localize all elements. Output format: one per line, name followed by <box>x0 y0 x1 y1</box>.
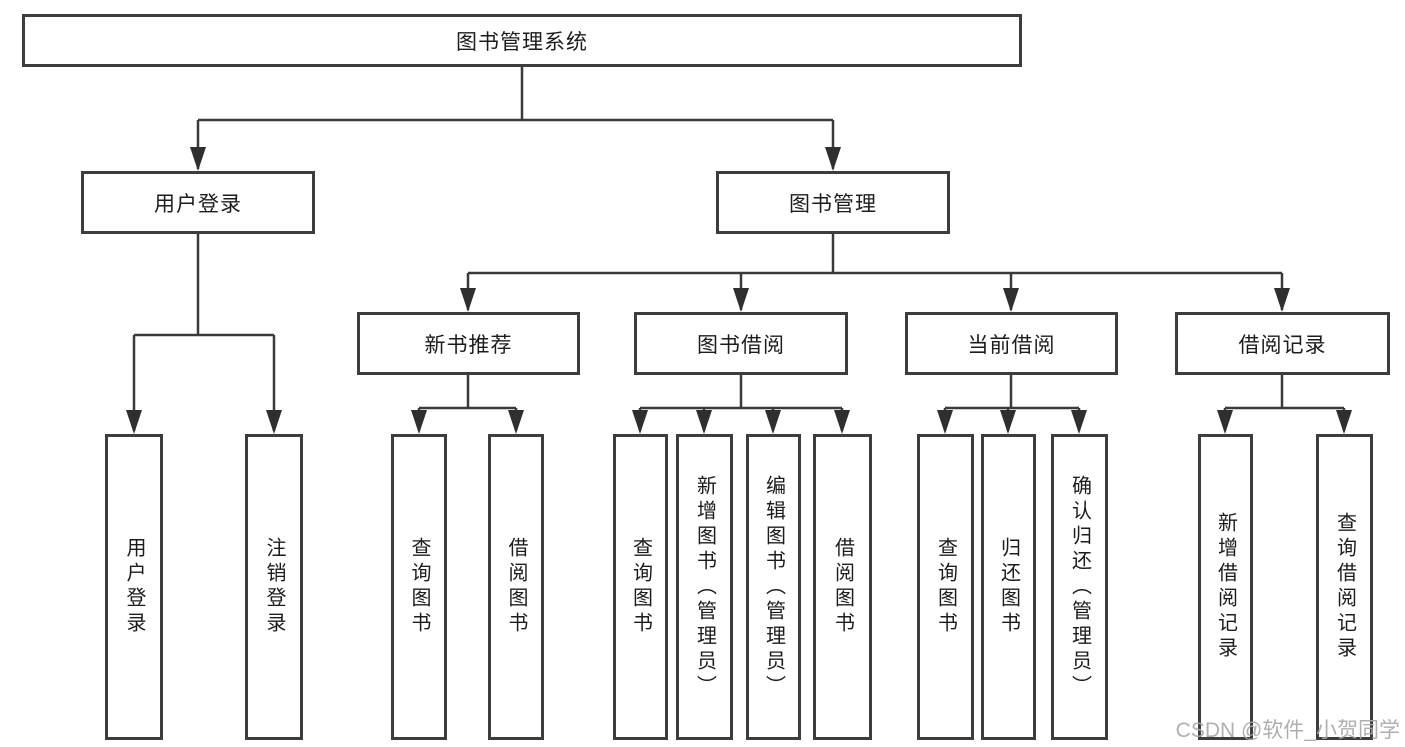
node-borrowing-records: 借阅记录 <box>1175 312 1390 375</box>
node-return-books: 归还图书 <box>981 434 1036 740</box>
node-new-book-recommend: 新书推荐 <box>357 312 580 375</box>
node-query-books-current: 查询图书 <box>917 434 974 740</box>
node-book-management-branch: 图书管理 <box>716 171 950 234</box>
node-current-borrowing: 当前借阅 <box>905 312 1118 375</box>
node-confirm-return-admin: 确认归还（管理员） <box>1051 434 1108 740</box>
node-borrow-books-recommend: 借阅图书 <box>488 434 544 740</box>
node-user-login-branch: 用户登录 <box>81 171 315 234</box>
node-book-borrowing: 图书借阅 <box>634 312 848 375</box>
node-borrow-books-leaf: 借阅图书 <box>813 434 872 740</box>
node-query-books-borrow: 查询图书 <box>613 434 668 740</box>
node-library-system-root: 图书管理系统 <box>22 14 1022 67</box>
csdn-watermark: CSDN @软件_小贺同学 <box>1175 719 1400 742</box>
node-add-borrow-record: 新增借阅记录 <box>1198 434 1253 740</box>
node-user-login-leaf: 用户登录 <box>105 434 163 740</box>
arrowheads <box>126 147 1352 434</box>
node-edit-book-admin: 编辑图书（管理员） <box>746 434 801 740</box>
node-logout-leaf: 注销登录 <box>245 434 303 740</box>
node-query-books-recommend: 查询图书 <box>391 434 447 740</box>
node-query-borrow-record: 查询借阅记录 <box>1316 434 1373 740</box>
node-add-book-admin: 新增图书（管理员） <box>676 434 733 740</box>
